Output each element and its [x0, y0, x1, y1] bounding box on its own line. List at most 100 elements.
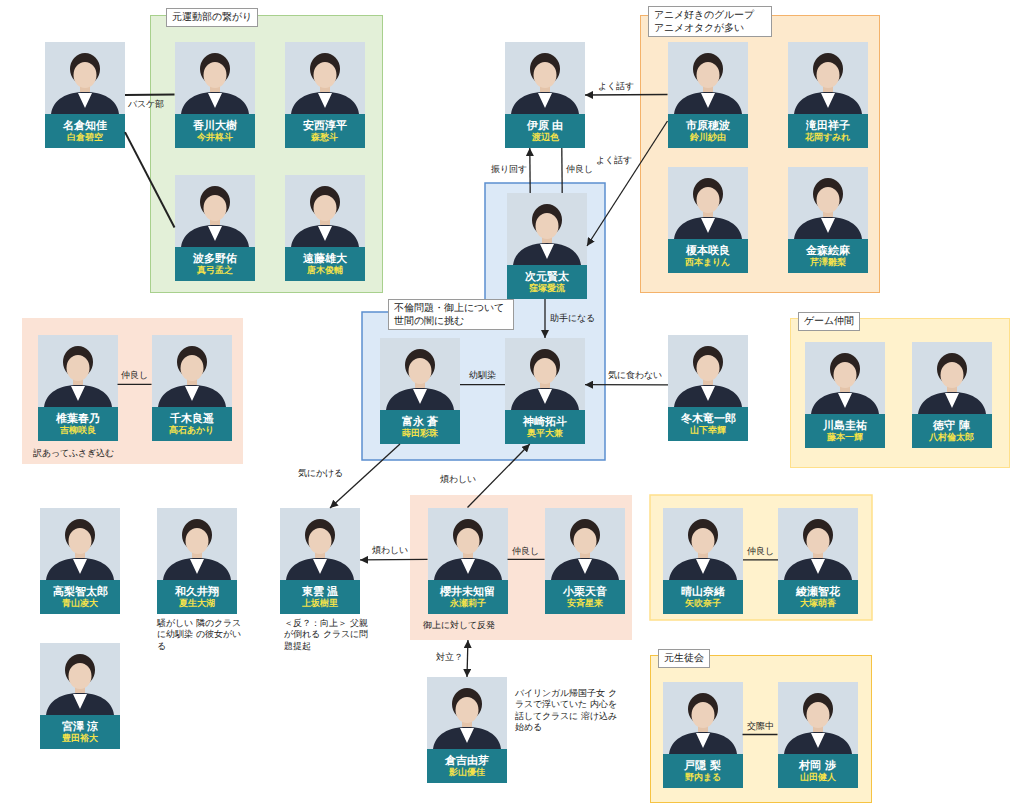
character-card: 金森絵麻芹澤雛梨: [788, 167, 868, 273]
relation-line: [585, 384, 668, 385]
portrait-shirt: [313, 559, 327, 574]
character-name: 富永 蒼: [402, 415, 439, 428]
actor-name: 奥平大兼: [527, 428, 563, 439]
portrait-shirt: [578, 559, 592, 574]
portrait-placeholder: [175, 42, 255, 114]
portrait-shirt: [945, 393, 959, 408]
portrait-placeholder: [663, 508, 743, 580]
portrait-ground: [157, 508, 237, 580]
portrait-ground: [38, 335, 118, 407]
relation-line: [460, 384, 505, 385]
character-name: 和久井翔: [175, 585, 219, 598]
portrait-blazer: [433, 727, 501, 749]
name-banner: 冬木竜一郎山下幸輝: [668, 407, 748, 441]
character-name: 伊原 由: [527, 119, 564, 132]
character-name: 冬木竜一郎: [681, 412, 736, 425]
portrait-shirt: [185, 386, 199, 401]
portrait-shirt: [73, 694, 87, 709]
character-name: 市原穂波: [686, 119, 730, 132]
portrait-shirt: [71, 386, 85, 401]
portrait-ground: [778, 508, 858, 580]
character-card: 櫻井未知留永瀬莉子: [428, 508, 508, 614]
name-banner: 遠藤雄大唐木俊輔: [285, 247, 365, 281]
portrait-shirt: [413, 389, 427, 404]
relation-label: 幼馴染: [469, 370, 496, 381]
actor-name: 影山優佳: [449, 767, 485, 778]
character-card: 神崎拓斗奥平大兼: [505, 338, 585, 444]
portrait-placeholder: [778, 508, 858, 580]
portrait-shirt: [540, 244, 554, 259]
portrait-placeholder: [45, 42, 125, 114]
portrait-placeholder: [663, 682, 743, 754]
character-name: 遠藤雄大: [303, 252, 347, 265]
character-card: 宮澤 涼豊田裕大: [40, 643, 120, 749]
portrait-blazer: [46, 693, 114, 715]
portrait-blazer: [181, 92, 249, 114]
portrait-blazer: [669, 732, 737, 754]
actor-name: 真弓孟之: [197, 265, 233, 276]
character-name: 波多野佑: [193, 252, 237, 265]
character-card: 千木良遥髙石あかり: [152, 335, 232, 441]
portrait-face: [534, 358, 557, 384]
character-card: 戸隠 梨野内まる: [663, 682, 743, 788]
relation-line: [743, 559, 778, 560]
portrait-placeholder: [280, 508, 360, 580]
actor-name: 野内まる: [685, 772, 721, 783]
portrait-face: [309, 528, 332, 554]
portrait-face: [203, 62, 226, 88]
character-card: 市原穂波鈴川紗由: [668, 42, 748, 148]
character-name: 金森絵麻: [806, 244, 850, 257]
actor-name: 山下幸輝: [690, 425, 726, 436]
portrait-ground: [778, 682, 858, 754]
character-card: 川島圭祐藤本一輝: [805, 342, 885, 448]
relation-label: 仲良し: [512, 546, 539, 557]
portrait-ground: [505, 42, 585, 114]
portrait-shirt: [811, 559, 825, 574]
character-card: 倉吉由芽影山優佳: [427, 677, 507, 783]
portrait-ground: [152, 335, 232, 407]
portrait-blazer: [158, 385, 226, 407]
group-note: 御上に対して反発: [423, 620, 495, 631]
portrait-placeholder: [285, 42, 365, 114]
actor-name: 森愁斗: [311, 132, 338, 143]
portrait-face: [203, 195, 226, 221]
portrait-placeholder: [380, 338, 460, 410]
name-banner: 櫻井未知留永瀬莉子: [428, 580, 508, 614]
portrait-blazer: [794, 217, 862, 239]
portrait-blazer: [286, 558, 354, 580]
portrait-blazer: [918, 392, 986, 414]
actor-name: 青山凌大: [62, 598, 98, 609]
relation-label: 仲良し: [566, 164, 593, 175]
portrait-face: [691, 702, 714, 728]
portrait-shirt: [190, 559, 204, 574]
portrait-placeholder: [545, 508, 625, 580]
portrait-face: [816, 62, 839, 88]
character-name: 高梨智太郎: [53, 585, 108, 598]
portrait-shirt: [696, 733, 710, 748]
portrait-face: [456, 697, 479, 723]
relation-label: 対立？: [436, 652, 463, 663]
portrait-placeholder: [668, 42, 748, 114]
portrait-face: [833, 362, 856, 388]
actor-name: 窪塚愛流: [529, 283, 565, 294]
character-card: 東雲 温上坂樹里: [280, 508, 360, 614]
character-card: 遠藤雄大唐木俊輔: [285, 175, 365, 281]
character-card: 香川大樹今井柊斗: [175, 42, 255, 148]
character-card: 徳守 陣八村倫太郎: [912, 342, 992, 448]
group-heading: 元運動部の繋がり: [166, 8, 258, 27]
name-banner: 波多野佑真弓孟之: [175, 247, 255, 281]
portrait-blazer: [669, 558, 737, 580]
relation-label: よく話す: [598, 81, 634, 92]
portrait-ground: [175, 175, 255, 247]
portrait-blazer: [181, 225, 249, 247]
character-name: 晴山奈緒: [681, 585, 725, 598]
relation-label: よく話す: [596, 155, 632, 166]
portrait-ground: [40, 508, 120, 580]
relation-line: [360, 559, 428, 561]
character-name: 榎本咲良: [686, 244, 730, 257]
portrait-placeholder: [428, 508, 508, 580]
relation-line: [508, 559, 545, 560]
character-card: 次元賢太窪塚愛流: [507, 193, 587, 299]
relation-line: [118, 384, 152, 385]
character-name: 次元賢太: [525, 270, 569, 283]
